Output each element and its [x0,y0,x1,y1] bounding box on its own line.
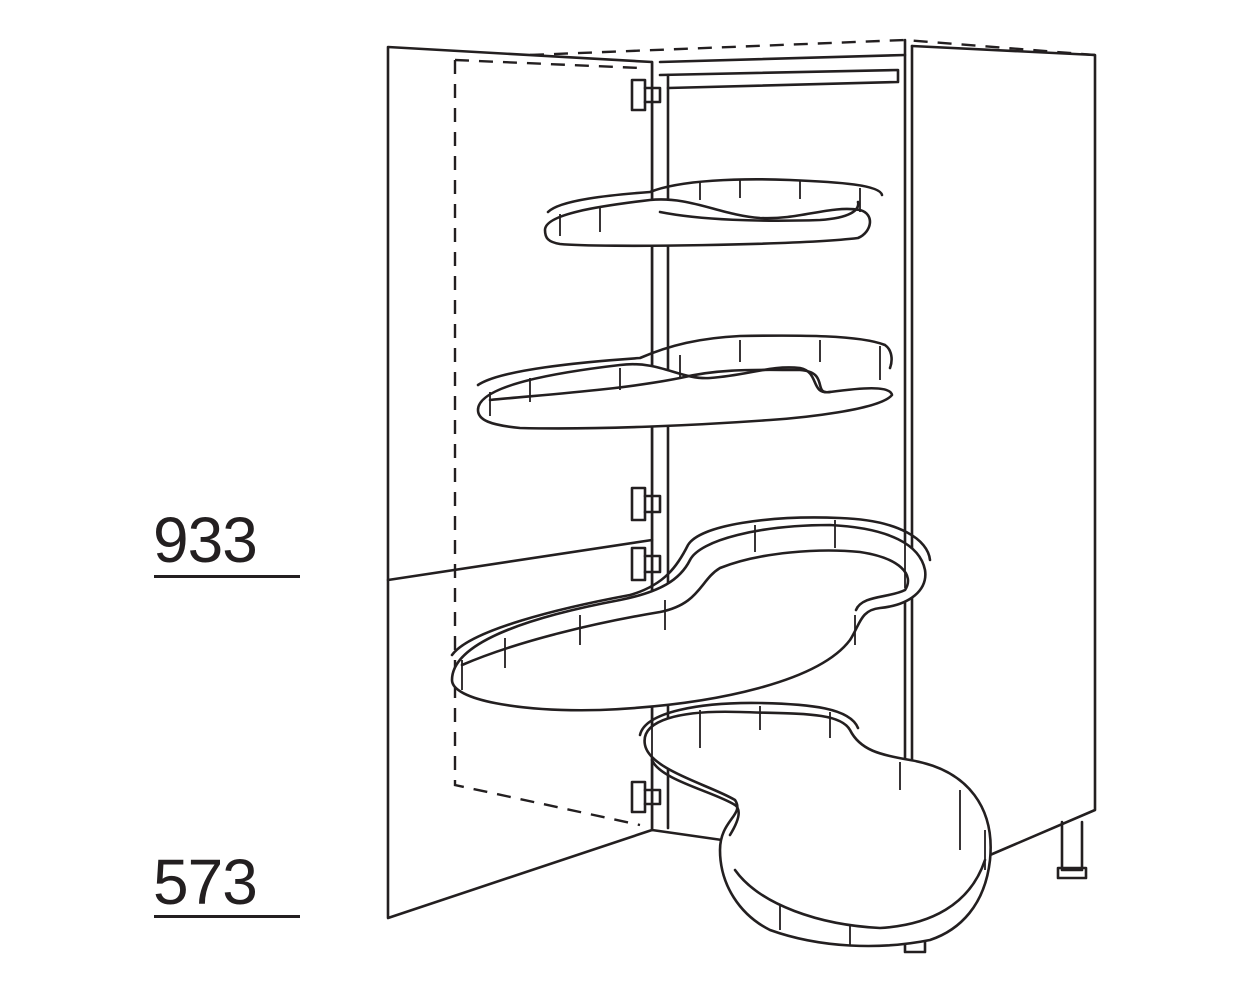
door-panel [386,45,654,920]
hinge-middle-lower [630,546,662,582]
dimension-upper-underline [154,575,300,578]
shelf-3 [450,516,932,712]
hinge-bottom [630,780,662,814]
shelf-1 [543,178,884,248]
shelf-2 [476,334,894,430]
hinge-middle-upper [630,486,662,522]
hinge-top [630,78,662,112]
shelf-4 [638,701,992,948]
dimension-lower-underline [154,915,300,918]
dimension-upper-label: 933 [153,504,258,576]
dimension-lower-label: 573 [153,846,258,918]
